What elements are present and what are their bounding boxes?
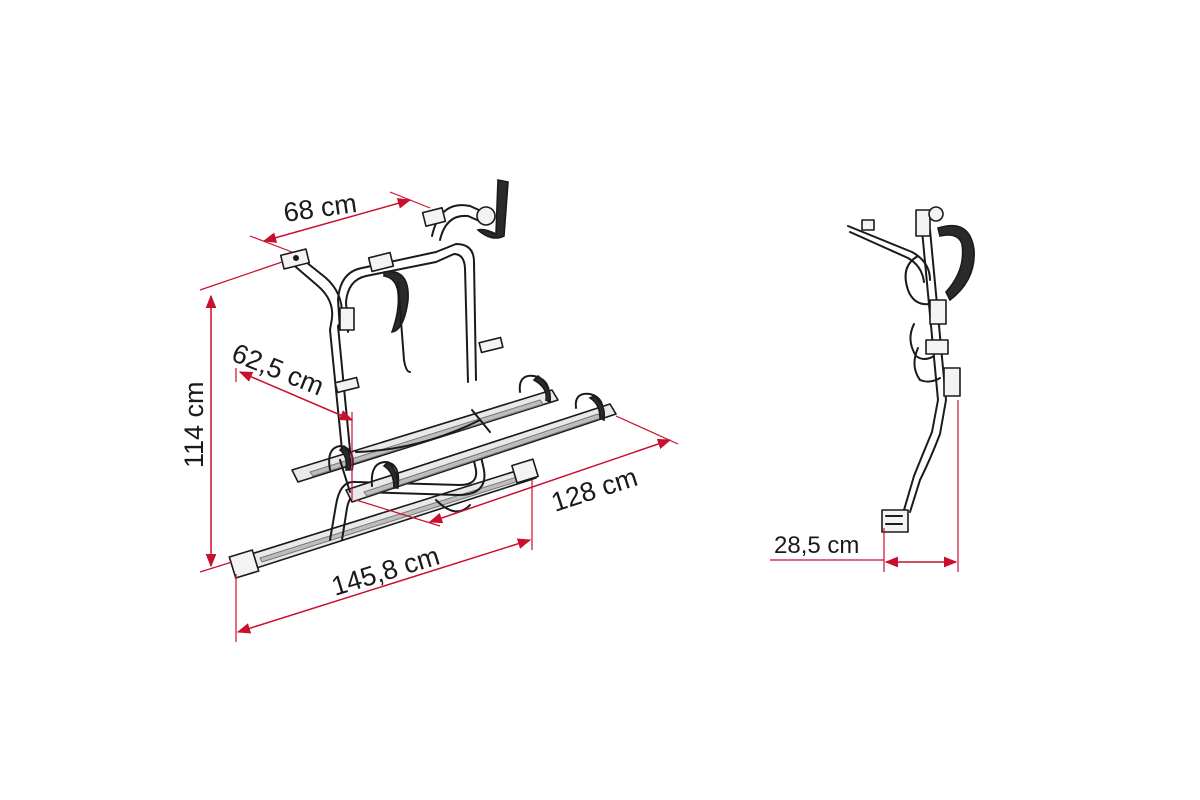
dimension-side-depth: 28,5 cm [770,400,959,572]
dimension-label-side-depth: 28,5 cm [774,532,859,559]
main-frame [279,204,504,451]
dimension-label-rail-length: 128 cm [548,462,641,518]
side-view [847,206,975,533]
dimension-label-overall-length: 145,8 cm [328,541,443,602]
dimension-height: 114 cm [179,261,283,573]
dimension-label-depth: 62,5 cm [228,338,328,402]
dimension-label-width-top: 68 cm [282,188,359,228]
dimension-width-top: 68 cm [249,188,431,253]
frame-straps [383,179,509,373]
dimension-label-height: 114 cm [179,381,209,468]
